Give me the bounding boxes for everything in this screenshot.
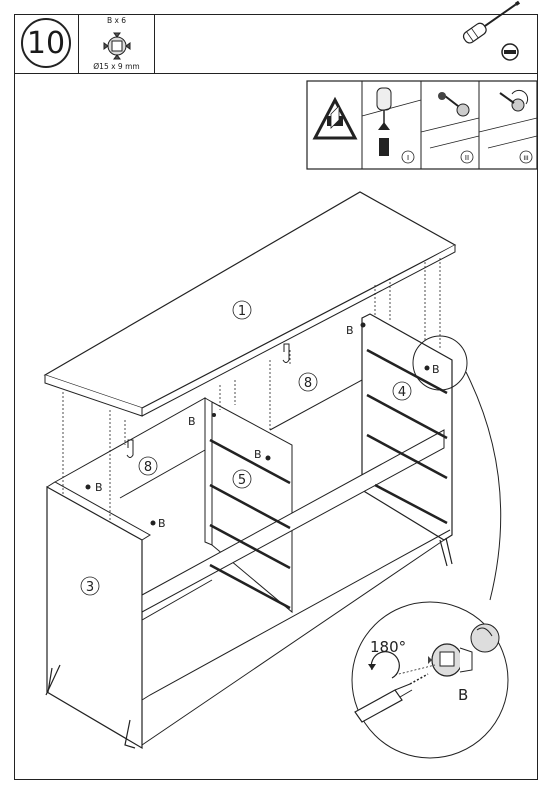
- fitting-label-2: B: [158, 517, 166, 530]
- fitting-label-6: B: [432, 363, 440, 376]
- warning-step-3: III: [478, 89, 538, 164]
- warning-step-2: II: [420, 92, 480, 164]
- detail-view: 180° B: [354, 623, 500, 723]
- callout-side: 3: [86, 580, 94, 595]
- flathead-icon: [501, 43, 519, 61]
- fitting-label-5: B: [346, 324, 354, 337]
- warning-panel: I II III: [306, 80, 538, 170]
- header-bar: [14, 14, 538, 74]
- detail-fitting-label: B: [458, 686, 468, 704]
- callout-drawer-frame: 4: [398, 385, 406, 400]
- callout-back-left: 8: [144, 460, 152, 475]
- step-label-2: II: [465, 154, 469, 162]
- callout-back-right: 8: [304, 376, 312, 391]
- callout-center-panel: 5: [238, 473, 246, 488]
- part-quantity: B x 6: [106, 16, 127, 25]
- warning-step-1: I: [361, 87, 422, 164]
- part-callouts: 1 3 4 5 8 8: [80, 300, 412, 596]
- part-dimensions: Ø15 x 9 mm: [93, 62, 140, 71]
- fitting-label-3: B: [188, 415, 196, 428]
- part-box: B x 6 Ø15 x 9 mm: [78, 14, 155, 74]
- step-label-1: I: [407, 154, 409, 162]
- step-number: 10: [21, 18, 71, 68]
- callout-top: 1: [238, 304, 246, 319]
- fitting-label-4: B: [254, 448, 262, 461]
- page-frame: [14, 14, 538, 780]
- sideboard-drawing: [43, 191, 509, 759]
- step-label-3: III: [523, 155, 529, 162]
- fitting-label-1: B: [95, 481, 103, 494]
- warning-triangle-icon: [312, 96, 358, 140]
- rotation-label: 180°: [370, 638, 406, 656]
- cam-lock-icon: [103, 32, 131, 60]
- screwdriver-icon: [462, 0, 521, 44]
- cam-lock-detail-icon: [428, 643, 473, 677]
- fitting-labels: B B B B B B: [95, 324, 440, 530]
- step-number-text: 10: [26, 25, 66, 61]
